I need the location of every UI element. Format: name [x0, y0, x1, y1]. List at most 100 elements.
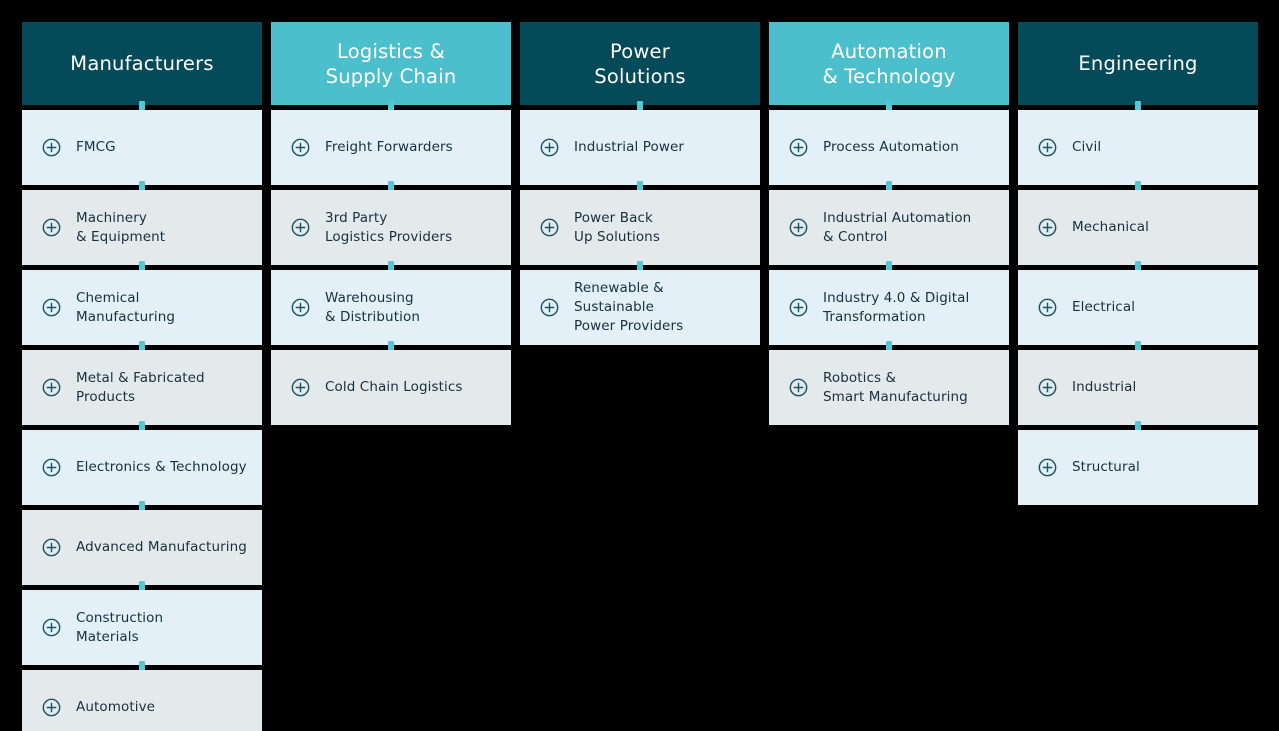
connector-nub: [271, 185, 511, 190]
accordion-item-label: Mechanical: [1072, 219, 1149, 235]
accordion-item[interactable]: Freight Forwarders: [271, 110, 511, 185]
plus-circle-icon[interactable]: [42, 218, 61, 237]
accordion-item-label: Automotive: [76, 699, 156, 715]
plus-circle-icon[interactable]: [1038, 378, 1057, 397]
accordion-item-label: 3rd Party Logistics Providers: [325, 209, 453, 245]
plus-circle-icon[interactable]: [291, 138, 310, 157]
plus-circle-icon[interactable]: [540, 298, 559, 317]
accordion-item-label: Industrial: [1072, 379, 1137, 395]
plus-circle-icon[interactable]: [291, 378, 310, 397]
connector-nub: [22, 185, 262, 190]
connector-nub: [1018, 185, 1258, 190]
accordion-item[interactable]: Cold Chain Logistics: [271, 350, 511, 425]
plus-circle-icon[interactable]: [1038, 458, 1057, 477]
accordion-item[interactable]: FMCG: [22, 110, 262, 185]
plus-circle-icon[interactable]: [42, 538, 61, 557]
accordion-item[interactable]: Industrial Automation & Control: [769, 190, 1009, 265]
plus-circle-icon[interactable]: [1038, 138, 1057, 157]
connector-nub: [769, 105, 1009, 110]
accordion-item-label: Industrial Automation & Control: [823, 209, 972, 245]
connector-nub: [22, 425, 262, 430]
connector-nub: [22, 665, 262, 670]
accordion-item[interactable]: Power Back Up Solutions: [520, 190, 760, 265]
plus-circle-icon[interactable]: [42, 618, 61, 637]
connector-nub: [1018, 265, 1258, 270]
plus-circle-icon[interactable]: [540, 218, 559, 237]
connector-nub: [1018, 425, 1258, 430]
accordion-item[interactable]: Robotics & Smart Manufacturing: [769, 350, 1009, 425]
connector-nub: [520, 265, 760, 270]
plus-circle-icon[interactable]: [291, 298, 310, 317]
accordion-item[interactable]: Structural: [1018, 430, 1258, 505]
accordion-item[interactable]: 3rd Party Logistics Providers: [271, 190, 511, 265]
accordion-item[interactable]: Industrial Power: [520, 110, 760, 185]
connector-nub: [22, 585, 262, 590]
plus-circle-icon[interactable]: [291, 218, 310, 237]
accordion-item[interactable]: Construction Materials: [22, 590, 262, 665]
plus-circle-icon[interactable]: [789, 138, 808, 157]
plus-circle-icon[interactable]: [42, 698, 61, 717]
plus-circle-icon[interactable]: [42, 298, 61, 317]
column-title: Engineering: [1078, 52, 1198, 75]
accordion-item[interactable]: Metal & Fabricated Products: [22, 350, 262, 425]
plus-circle-icon[interactable]: [540, 138, 559, 157]
accordion-item-label: Civil: [1072, 139, 1102, 155]
accordion-item[interactable]: Renewable & Sustainable Power Providers: [520, 270, 760, 345]
accordion-item-label: Cold Chain Logistics: [325, 379, 463, 395]
plus-circle-icon[interactable]: [1038, 298, 1057, 317]
connector-nub: [271, 345, 511, 350]
accordion-item[interactable]: Advanced Manufacturing: [22, 510, 262, 585]
accordion-item-label: Industrial Power: [574, 139, 685, 155]
column-header-power-solutions[interactable]: Power Solutions: [520, 22, 760, 105]
column-title: Manufacturers: [70, 52, 214, 75]
accordion-item[interactable]: Industrial: [1018, 350, 1258, 425]
accordion-item[interactable]: Civil: [1018, 110, 1258, 185]
accordion-item-label: Warehousing & Distribution: [325, 289, 420, 325]
plus-circle-icon[interactable]: [1038, 218, 1057, 237]
plus-circle-icon[interactable]: [42, 378, 61, 397]
accordion-item-label: Machinery & Equipment: [76, 209, 166, 245]
connector-nub: [769, 265, 1009, 270]
accordion-item[interactable]: Mechanical: [1018, 190, 1258, 265]
connector-nub: [1018, 345, 1258, 350]
accordion-item[interactable]: Industry 4.0 & Digital Transformation: [769, 270, 1009, 345]
accordion-item[interactable]: Electrical: [1018, 270, 1258, 345]
accordion-item[interactable]: Process Automation: [769, 110, 1009, 185]
plus-circle-icon[interactable]: [789, 298, 808, 317]
column-header-automation-technology[interactable]: Automation & Technology: [769, 22, 1009, 105]
plus-circle-icon[interactable]: [789, 378, 808, 397]
column-title: Power Solutions: [594, 39, 686, 88]
accordion-item-label: Industry 4.0 & Digital Transformation: [823, 289, 970, 325]
plus-circle-icon[interactable]: [42, 458, 61, 477]
connector-nub: [22, 505, 262, 510]
column-header-engineering[interactable]: Engineering: [1018, 22, 1258, 105]
connector-nub: [1018, 105, 1258, 110]
plus-circle-icon[interactable]: [789, 218, 808, 237]
accordion-item[interactable]: Electronics & Technology: [22, 430, 262, 505]
accordion-item-label: Advanced Manufacturing: [76, 539, 247, 555]
accordion-item-label: Construction Materials: [76, 609, 164, 645]
accordion-item-label: Process Automation: [823, 139, 959, 155]
connector-nub: [520, 185, 760, 190]
connector-nub: [769, 345, 1009, 350]
accordion-item-label: Structural: [1072, 459, 1140, 475]
accordion-item-label: Electrical: [1072, 299, 1136, 315]
column-header-manufacturers[interactable]: Manufacturers: [22, 22, 262, 105]
accordion-item-label: Robotics & Smart Manufacturing: [823, 369, 968, 405]
connector-nub: [22, 345, 262, 350]
column-header-logistics-supply-chain[interactable]: Logistics & Supply Chain: [271, 22, 511, 105]
plus-circle-icon[interactable]: [42, 138, 61, 157]
accordion-item-label: FMCG: [76, 139, 116, 155]
accordion-item[interactable]: Warehousing & Distribution: [271, 270, 511, 345]
accordion-item[interactable]: Machinery & Equipment: [22, 190, 262, 265]
accordion-item[interactable]: Chemical Manufacturing: [22, 270, 262, 345]
accordion-item[interactable]: Automotive: [22, 670, 262, 731]
connector-nub: [271, 105, 511, 110]
